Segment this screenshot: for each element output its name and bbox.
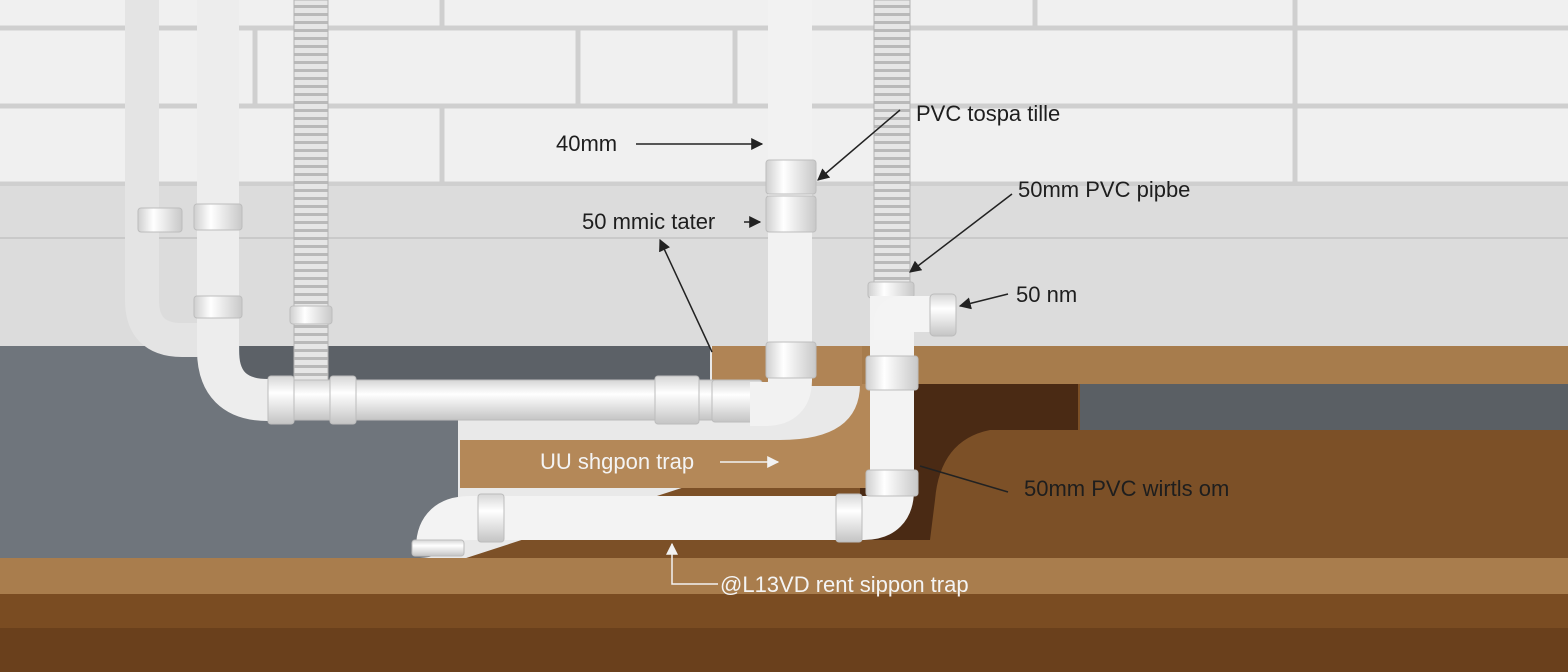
- pipe-50-elbow: [874, 296, 940, 340]
- concrete-slab: [0, 346, 710, 558]
- label-fitting-50: 50 mmic tater: [582, 209, 716, 234]
- pipe-lower-collar-1: [835, 493, 863, 543]
- flex-pipe-right: [873, 0, 911, 287]
- pipe-right-vertical: [416, 296, 914, 550]
- pipe-main-collar-1: [267, 375, 295, 425]
- pipe-feed-collar-2: [193, 295, 243, 319]
- flex-pipe-left-collar: [289, 305, 333, 325]
- arrow-elbow-50: [958, 293, 1009, 310]
- pipe-left-drain: [125, 0, 200, 357]
- label-elbow-50: 50 nm: [1016, 282, 1078, 307]
- pipe-feed-collar-1: [193, 203, 243, 231]
- pipe-40mm-collar-2: [765, 195, 817, 233]
- pipe-right-collar-2: [865, 469, 919, 497]
- label-pvc-50-pipe: 50mm PVC pipbe: [1018, 177, 1191, 202]
- flex-pipe-left: [293, 0, 329, 421]
- pipe-40mm-vertical: [750, 0, 812, 426]
- pipe-lower-collar-2: [477, 493, 505, 543]
- pipe-main-feed: [197, 0, 290, 421]
- arrow-bottom-trap: [666, 542, 718, 585]
- pipe-40mm-collar-3: [765, 341, 817, 379]
- flex-pipe-right-collar: [867, 281, 915, 299]
- wood-channel: [460, 384, 905, 488]
- arrow-pvc-50-with: [919, 465, 1009, 493]
- arrow-pvc-50-pipe: [909, 193, 1013, 273]
- label-40mm: 40mm: [556, 131, 618, 156]
- label-u-trap: UU shgpon trap: [540, 449, 695, 474]
- arrow-pvc-top: [817, 109, 901, 181]
- pipe-40mm-collar-1: [765, 159, 817, 195]
- arrow-fitting-50-down: [659, 238, 713, 353]
- floor-soil-deep: [0, 628, 1568, 672]
- label-bottom-trap: @L13VD rent sippon trap: [720, 572, 969, 597]
- label-pvc-50-with: 50mm PVC wirtls om: [1024, 476, 1230, 501]
- pipe-main-collar-2: [329, 375, 357, 425]
- pipe-main-collar-3: [654, 375, 700, 425]
- pipe-left-collar: [137, 207, 183, 233]
- pipe-lower-outlet: [411, 539, 465, 557]
- pipe-50-elbow-cap: [929, 293, 957, 337]
- pipe-right-collar-1: [865, 355, 919, 391]
- dark-band-right: [1075, 384, 1568, 430]
- label-pvc-top: PVC tospa tille: [916, 101, 1061, 126]
- floor-wood: [0, 558, 1568, 594]
